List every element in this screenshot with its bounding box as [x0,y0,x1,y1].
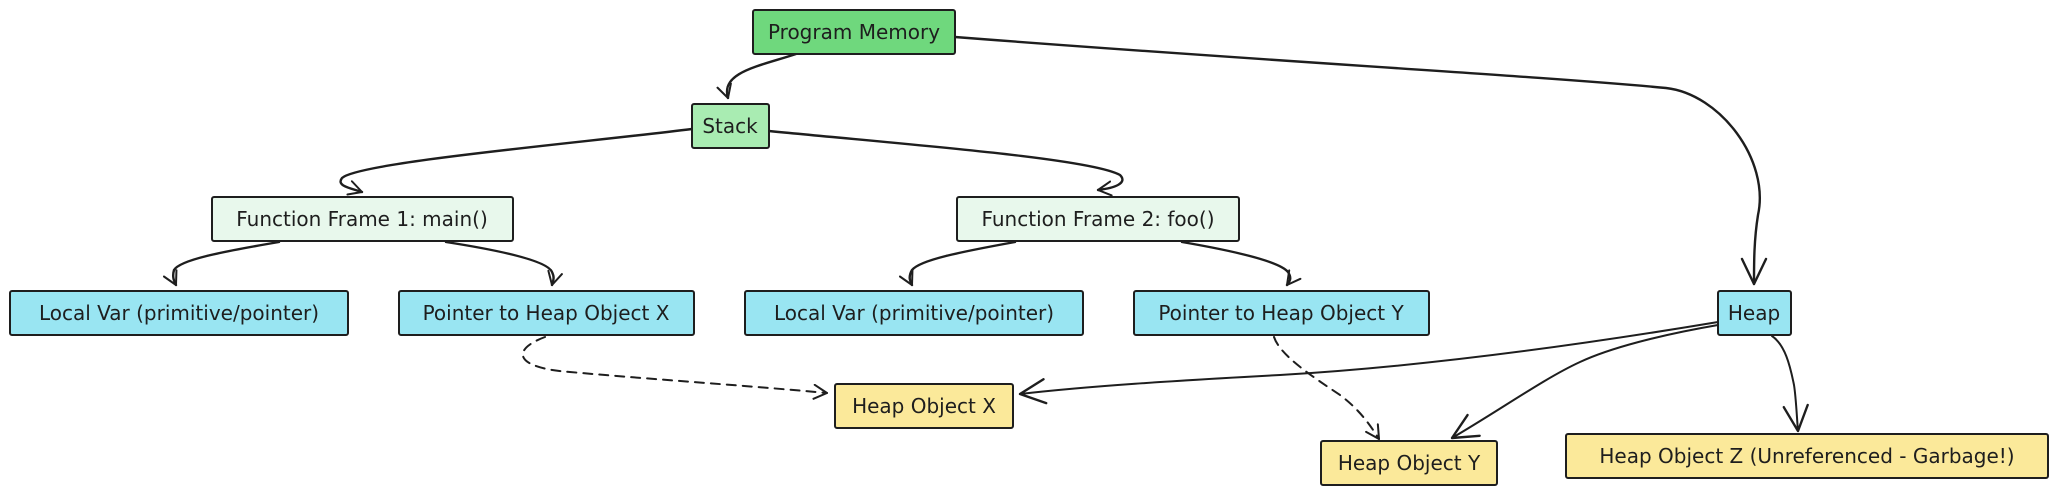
heap-node[interactable]: Heap [1717,290,1792,336]
edge-frame-main-to-local-var [162,240,281,287]
program-memory-node[interactable]: Program Memory [752,9,956,55]
local-var-2-label: Local Var (primitive/pointer) [774,301,1054,325]
heap-object-y-node[interactable]: Heap Object Y [1320,440,1498,486]
edge-stack-to-frame-foo [767,129,1124,197]
heap-object-z-node[interactable]: Heap Object Z (Unreferenced - Garbage!) [1565,433,2049,479]
edge-heap-to-heap-object-x [1018,321,1719,405]
function-frame-main-box [211,196,514,242]
pointer-x-node[interactable]: Pointer to Heap Object X [398,290,695,336]
function-frame-foo-label: Function Frame 2: foo() [981,207,1214,231]
function-frame-foo-box [956,196,1240,242]
function-frame-foo-node[interactable]: Function Frame 2: foo() [956,196,1240,242]
edge-heap-to-heap-object-y [1450,324,1719,440]
pointer-y-node[interactable]: Pointer to Heap Object Y [1133,290,1430,336]
heap-object-y-box [1320,440,1498,486]
heap-box [1717,290,1792,336]
edge-pointer-y-to-heap-object-y [1273,336,1380,440]
edges [162,35,1809,440]
heap-object-y-label: Heap Object Y [1338,451,1481,475]
function-frame-main-label: Function Frame 1: main() [236,207,488,231]
local-var-1-box [9,290,349,336]
stack-label: Stack [702,114,758,138]
edge-program-memory-to-heap [953,35,1768,286]
heap-object-x-box [834,383,1014,429]
pointer-x-box [398,290,695,336]
edge-heap-to-heap-object-z [1771,335,1809,433]
edge-frame-main-to-pointer-x [444,240,563,287]
pointer-y-box [1133,290,1430,336]
stack-box [691,103,770,149]
local-var-1-label: Local Var (primitive/pointer) [39,301,319,325]
local-var-2-box [744,290,1084,336]
heap-object-z-box [1565,433,2049,479]
edge-frame-foo-to-pointer-y [1180,240,1302,287]
pointer-x-label: Pointer to Heap Object X [423,301,670,325]
heap-label: Heap [1728,301,1780,325]
heap-object-x-node[interactable]: Heap Object X [834,383,1014,429]
local-var-2-node[interactable]: Local Var (primitive/pointer) [744,290,1084,336]
local-var-1-node[interactable]: Local Var (primitive/pointer) [9,290,349,336]
heap-object-z-label: Heap Object Z (Unreferenced - Garbage!) [1599,444,2014,468]
function-frame-main-node[interactable]: Function Frame 1: main() [211,196,514,242]
heap-object-x-label: Heap Object X [852,394,996,418]
edge-program-memory-to-stack [716,52,798,100]
stack-node[interactable]: Stack [691,103,770,149]
program-memory-box [752,9,956,55]
pointer-y-label: Pointer to Heap Object Y [1158,301,1404,325]
edge-frame-foo-to-local-var [898,240,1017,287]
program-memory-label: Program Memory [768,20,940,44]
edge-stack-to-frame-main [339,127,694,196]
edge-pointer-x-to-heap-object-x [522,336,828,400]
